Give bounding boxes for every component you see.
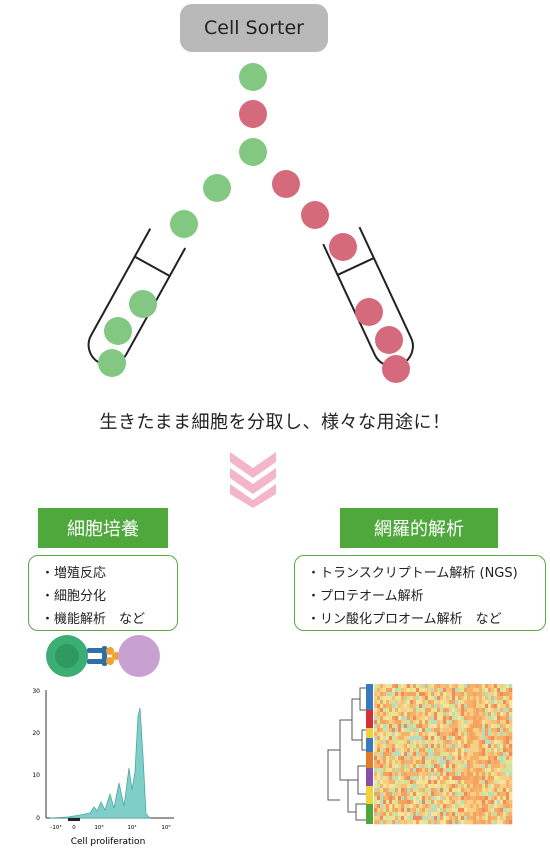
proliferation-histogram: 30 20 10 0 -10³ 0 10³ 10⁴ 10⁵ Cell proli… [32,688,174,847]
tube-cell-pink [382,355,410,383]
droplet-pink [301,201,329,229]
histogram-area [49,707,151,819]
dendrogram [327,687,366,821]
tagline-text: 生きたまま細胞を分取し、様々な用途に！ [99,412,451,433]
tube-cell-green [104,317,132,345]
chevron-down-icon [230,452,276,508]
list-item: 機能解析 など [41,608,167,631]
cell-culture-label: 細胞培養 [38,508,168,548]
y-tick-label: 0 [36,815,40,822]
droplet-pink [329,233,357,261]
x-tick-label: 10⁴ [127,824,137,831]
droplet-green [170,210,198,238]
omics-analysis-label: 網羅的解析 [340,508,498,548]
heatmap-cells [374,684,513,825]
list-item: 細胞分化 [41,585,167,608]
list-item: 増殖反応 [41,562,167,585]
list-item: プロテオーム解析 [307,585,535,608]
x-tick-label: -10³ [50,824,61,831]
x-tick-label: 10⁵ [161,824,170,831]
tube-cell-pink [375,326,403,354]
expression-heatmap [327,684,513,825]
omics-analysis-list: トランスクリプトーム解析 (NGS) プロテオーム解析 リン酸化プロオーム解析 … [294,555,546,631]
droplet-green [239,138,267,166]
droplet-green [239,63,267,91]
y-tick-label: 30 [32,688,40,695]
droplet-green [203,174,231,202]
droplet-pink [239,100,267,128]
droplet-pink [272,170,300,198]
tube-cell-pink [355,298,383,326]
list-item: リン酸化プロオーム解析 など [307,608,535,631]
tube-cell-green [98,349,126,377]
cell-sorter-label: Cell Sorter [180,4,328,52]
x-axis-label: Cell proliferation [71,837,146,847]
cell-sorter-title: Cell Sorter [203,17,304,39]
omics-analysis-title: 網羅的解析 [374,519,464,540]
cell-interaction-illustration [46,635,160,677]
cell-culture-list: 増殖反応 細胞分化 機能解析 など [28,555,178,631]
tube-cell-green [129,290,157,318]
y-tick-label: 10 [32,772,40,779]
row-annotation-bar [366,684,373,824]
y-tick-label: 20 [32,730,40,737]
list-item: トランスクリプトーム解析 (NGS) [307,562,535,585]
x-tick-label: 10³ [94,824,103,831]
x-tick-label: 0 [72,825,76,831]
cell-culture-title: 細胞培養 [67,519,139,540]
sorting-diagram [87,63,414,383]
